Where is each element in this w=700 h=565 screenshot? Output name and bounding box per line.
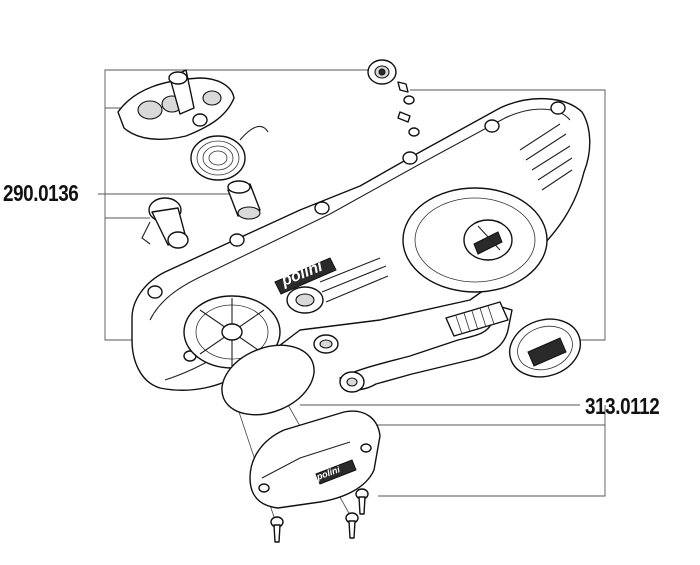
bushing-sleeve bbox=[227, 180, 261, 220]
kickstart-housing bbox=[117, 69, 235, 140]
screw-2 bbox=[270, 516, 284, 543]
screw-3 bbox=[345, 512, 359, 539]
bottom-screws bbox=[270, 488, 369, 543]
kickstart-spring bbox=[190, 125, 269, 181]
transmission-cover bbox=[131, 98, 591, 391]
part-number-right: 313.0112 bbox=[585, 393, 660, 419]
seal-ring bbox=[313, 334, 339, 354]
screw-1 bbox=[355, 488, 369, 515]
cover-hub bbox=[463, 219, 513, 261]
part-number-left: 290.0136 bbox=[3, 180, 79, 206]
kickstart-lever bbox=[339, 301, 513, 393]
gasket-disc bbox=[221, 344, 315, 416]
hub-cap bbox=[508, 318, 582, 378]
lower-cover: polini bbox=[249, 410, 381, 509]
pinion-gear bbox=[141, 197, 189, 249]
bearing bbox=[367, 59, 397, 85]
small-screws bbox=[397, 81, 420, 137]
